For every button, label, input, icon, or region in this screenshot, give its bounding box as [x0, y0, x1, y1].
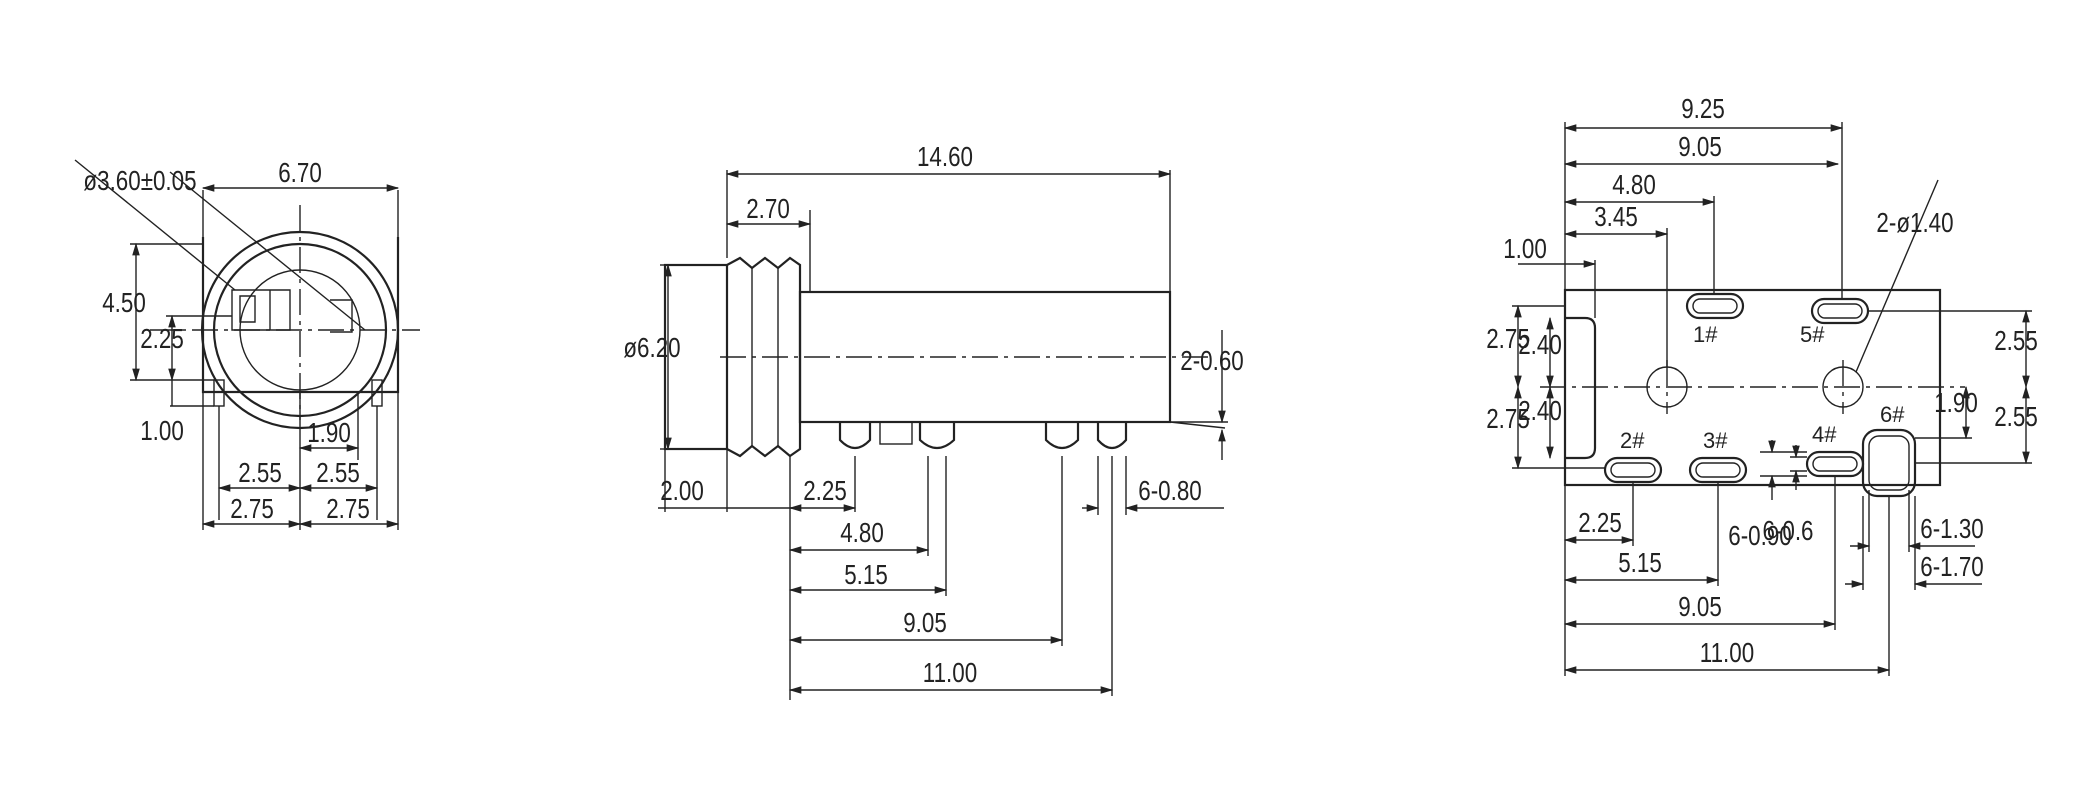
- dim-side-d5: 11.00: [923, 658, 977, 689]
- pin-label-1: 1#: [1693, 322, 1718, 347]
- front-view: ø3.60±0.05 6.70 4.50 2.25 1.00 1.90 2.: [74, 158, 420, 530]
- pin-label-2: 2#: [1620, 428, 1645, 453]
- dim-bottom-left: 1.00: [1503, 234, 1547, 265]
- dim-front-h2: 2.25: [140, 324, 184, 355]
- dim-bottom-b3: 9.05: [1678, 592, 1722, 623]
- dim-side-base: 2.00: [660, 476, 704, 507]
- pin-label-3: 3#: [1703, 428, 1728, 453]
- dim-side-length: 14.60: [917, 142, 973, 173]
- dim-front-p3: 2.75: [230, 494, 274, 525]
- dim-bottom-l3: 2.75: [1486, 404, 1530, 435]
- dim-side-d2: 4.80: [840, 518, 884, 549]
- dim-bottom-s1: 6-0.90: [1728, 521, 1791, 552]
- dim-bottom-top1: 9.25: [1681, 94, 1725, 125]
- side-view-dimensions: 14.60 2.70 ø6.20 2-0.60 2.00 2.25: [623, 142, 1244, 700]
- dim-bottom-r1: 2.55: [1994, 326, 2038, 357]
- bottom-view: 1# 5# 2# 3# 4# 6# 9.25 9.05 4.80 3.45 1.…: [1486, 94, 2038, 676]
- dim-bottom-l4: 2.40: [1518, 396, 1562, 427]
- dim-bottom-top2: 9.05: [1678, 132, 1722, 163]
- dim-bottom-b2: 5.15: [1618, 548, 1662, 579]
- dim-side-d3: 5.15: [844, 560, 888, 591]
- dim-bottom-b1: 2.25: [1578, 508, 1622, 539]
- dim-bottom-b4: 11.00: [1700, 638, 1754, 669]
- dim-front-w1: 1.90: [307, 418, 351, 449]
- dim-bottom-l1: 2.75: [1486, 324, 1530, 355]
- bottom-view-dimensions: 9.25 9.05 4.80 3.45 1.00 2-ø1.40 2.75 2.…: [1486, 94, 2038, 676]
- dim-side-front: 2.70: [746, 194, 790, 225]
- dim-side-pinw: 2-0.60: [1180, 346, 1243, 377]
- dim-side-dia: ø6.20: [623, 333, 680, 364]
- pin-label-4: 4#: [1812, 422, 1837, 447]
- dim-bottom-top4: 3.45: [1594, 202, 1638, 233]
- dim-bottom-s4: 6-1.70: [1920, 552, 1983, 583]
- bottom-view-outline: 1# 5# 2# 3# 4# 6#: [1540, 288, 1965, 498]
- pin-label-5: 5#: [1800, 322, 1825, 347]
- dim-bottom-l2: 2.40: [1518, 330, 1562, 361]
- dim-front-p4: 2.75: [326, 494, 370, 525]
- dim-front-width: 6.70: [278, 158, 322, 189]
- pin-label-6: 6#: [1880, 402, 1905, 427]
- dim-front-p1: 2.55: [238, 458, 282, 489]
- side-view: 14.60 2.70 ø6.20 2-0.60 2.00 2.25: [623, 142, 1244, 700]
- dim-front-h3: 1.00: [140, 416, 184, 447]
- dim-bottom-r3: 2.55: [1994, 402, 2038, 433]
- dim-bottom-s2: 6-0.6: [1762, 516, 1813, 547]
- dim-front-p2: 2.55: [316, 458, 360, 489]
- dim-front-h1: 4.50: [102, 288, 146, 319]
- dim-side-d4: 9.05: [903, 608, 947, 639]
- dim-bottom-top3: 4.80: [1612, 170, 1656, 201]
- side-view-outline: [663, 256, 1226, 458]
- front-view-outline: [150, 171, 420, 530]
- dim-front-hole: ø3.60±0.05: [83, 166, 196, 197]
- dim-side-d1: 2.25: [803, 476, 847, 507]
- dim-bottom-hole: 2-ø1.40: [1876, 208, 1953, 239]
- front-view-dimensions: ø3.60±0.05 6.70 4.50 2.25 1.00 1.90 2.: [74, 158, 400, 530]
- dim-bottom-s3: 6-1.30: [1920, 514, 1983, 545]
- dim-bottom-r2: 1.90: [1934, 388, 1978, 419]
- dim-side-pin: 6-0.80: [1138, 476, 1201, 507]
